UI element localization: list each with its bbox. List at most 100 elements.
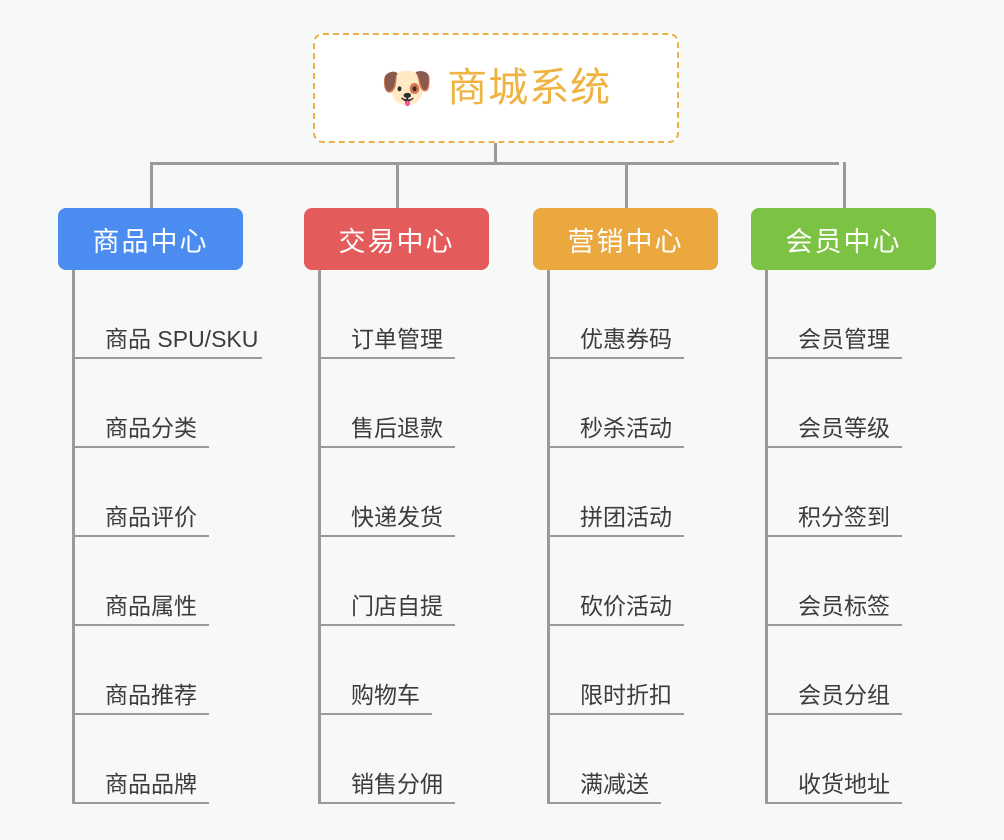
leaf-item[interactable]: 商品 SPU/SKU (72, 270, 332, 359)
category-column-2: 交易中心订单管理售后退款快递发货门店自提购物车销售分佣 (304, 208, 489, 804)
leaf-item[interactable]: 商品分类 (72, 359, 332, 448)
leaf-item-label: 砍价活动 (580, 592, 672, 619)
category-header-4[interactable]: 会员中心 (751, 208, 936, 270)
leaf-item-label: 商品品牌 (105, 770, 197, 797)
leaf-item[interactable]: 商品评价 (72, 448, 332, 537)
category-header-label: 会员中心 (785, 226, 902, 257)
leaf-list-1: 商品 SPU/SKU 商品分类商品评价商品属性商品推荐商品品牌 (72, 270, 332, 804)
leaf-item-underline (318, 446, 455, 448)
leaf-item-underline (547, 357, 684, 359)
leaf-item-label: 优惠券码 (580, 325, 672, 352)
leaf-item-underline (765, 624, 902, 626)
leaf-item[interactable]: 会员管理 (765, 270, 1004, 359)
leaf-item-underline (72, 535, 209, 537)
leaf-item[interactable]: 会员标签 (765, 537, 1004, 626)
leaf-item-underline (72, 802, 209, 804)
leaf-item-label: 商品属性 (105, 592, 197, 619)
connector-trunk-2 (318, 270, 321, 804)
leaf-item-label: 会员等级 (798, 414, 890, 441)
leaf-item-label: 商品推荐 (105, 681, 197, 708)
category-column-4: 会员中心会员管理会员等级积分签到会员标签会员分组收货地址 (751, 208, 936, 804)
leaf-item-label: 秒杀活动 (580, 414, 672, 441)
leaf-item-label: 商品分类 (105, 414, 197, 441)
leaf-item-label: 会员管理 (798, 325, 890, 352)
leaf-list-2: 订单管理售后退款快递发货门店自提购物车销售分佣 (318, 270, 578, 804)
category-header-label: 商品中心 (92, 226, 209, 257)
leaf-item[interactable]: 拼团活动 (547, 448, 807, 537)
leaf-item[interactable]: 购物车 (318, 626, 578, 715)
leaf-item-label: 销售分佣 (351, 770, 443, 797)
category-header-label: 交易中心 (338, 226, 455, 257)
category-header-1[interactable]: 商品中心 (58, 208, 243, 270)
leaf-item-underline (765, 802, 902, 804)
leaf-item-label: 商品 SPU/SKU (105, 325, 259, 352)
leaf-item-label: 订单管理 (351, 325, 443, 352)
leaf-item-label: 限时折扣 (580, 681, 672, 708)
leaf-item-underline (765, 535, 902, 537)
leaf-item-underline (72, 446, 209, 448)
leaf-item[interactable]: 售后退款 (318, 359, 578, 448)
connector-drop-3 (625, 162, 628, 208)
leaf-item[interactable]: 满减送 (547, 715, 807, 804)
connector-root-stem (494, 143, 497, 164)
leaf-item[interactable]: 门店自提 (318, 537, 578, 626)
leaf-item-underline (318, 357, 455, 359)
leaf-item[interactable]: 积分签到 (765, 448, 1004, 537)
category-header-label: 营销中心 (567, 226, 684, 257)
leaf-item-underline (72, 713, 209, 715)
category-header-2[interactable]: 交易中心 (304, 208, 489, 270)
leaf-item[interactable]: 快递发货 (318, 448, 578, 537)
leaf-item-label: 积分签到 (798, 503, 890, 530)
leaf-item-label: 快递发货 (351, 503, 443, 530)
leaf-item-underline (765, 713, 902, 715)
leaf-item-label: 满减送 (580, 770, 649, 797)
leaf-item-label: 门店自提 (351, 592, 443, 619)
connector-trunk-1 (72, 270, 75, 804)
leaf-list-3: 优惠券码秒杀活动拼团活动砍价活动限时折扣满减送 (547, 270, 807, 804)
category-column-1: 商品中心商品 SPU/SKU 商品分类商品评价商品属性商品推荐商品品牌 (58, 208, 262, 804)
leaf-item-underline (547, 713, 684, 715)
connector-drop-2 (396, 162, 399, 208)
leaf-item-label: 拼团活动 (580, 503, 672, 530)
root-node[interactable]: 🐶 商城系统 (313, 33, 679, 143)
leaf-item[interactable]: 商品品牌 (72, 715, 332, 804)
leaf-item[interactable]: 会员分组 (765, 626, 1004, 715)
leaf-item-underline (318, 624, 455, 626)
leaf-item-underline (318, 535, 455, 537)
leaf-item[interactable]: 秒杀活动 (547, 359, 807, 448)
leaf-item[interactable]: 限时折扣 (547, 626, 807, 715)
leaf-item-underline (318, 713, 432, 715)
leaf-item[interactable]: 会员等级 (765, 359, 1004, 448)
leaf-item[interactable]: 收货地址 (765, 715, 1004, 804)
leaf-item-label: 购物车 (351, 681, 420, 708)
leaf-item-label: 售后退款 (351, 414, 443, 441)
connector-trunk-4 (765, 270, 768, 804)
connector-bus (150, 162, 839, 165)
leaf-item-underline (547, 446, 684, 448)
leaf-item-underline (547, 624, 684, 626)
leaf-item-underline (72, 624, 209, 626)
leaf-list-4: 会员管理会员等级积分签到会员标签会员分组收货地址 (765, 270, 1004, 804)
leaf-item-underline (72, 357, 262, 359)
leaf-item[interactable]: 销售分佣 (318, 715, 578, 804)
category-column-3: 营销中心优惠券码秒杀活动拼团活动砍价活动限时折扣满减送 (533, 208, 718, 804)
leaf-item-underline (765, 357, 902, 359)
leaf-item-label: 收货地址 (798, 770, 890, 797)
leaf-item-label: 商品评价 (105, 503, 197, 530)
leaf-item-label: 会员分组 (798, 681, 890, 708)
leaf-item-underline (547, 802, 661, 804)
leaf-item[interactable]: 商品推荐 (72, 626, 332, 715)
leaf-item-underline (318, 802, 455, 804)
connector-drop-4 (843, 162, 846, 208)
category-header-3[interactable]: 营销中心 (533, 208, 718, 270)
leaf-item[interactable]: 优惠券码 (547, 270, 807, 359)
leaf-item[interactable]: 商品属性 (72, 537, 332, 626)
leaf-item-underline (547, 535, 684, 537)
leaf-item-underline (765, 446, 902, 448)
connector-drop-1 (150, 162, 153, 208)
leaf-item-label: 会员标签 (798, 592, 890, 619)
connector-trunk-3 (547, 270, 550, 804)
leaf-item[interactable]: 订单管理 (318, 270, 578, 359)
leaf-item[interactable]: 砍价活动 (547, 537, 807, 626)
